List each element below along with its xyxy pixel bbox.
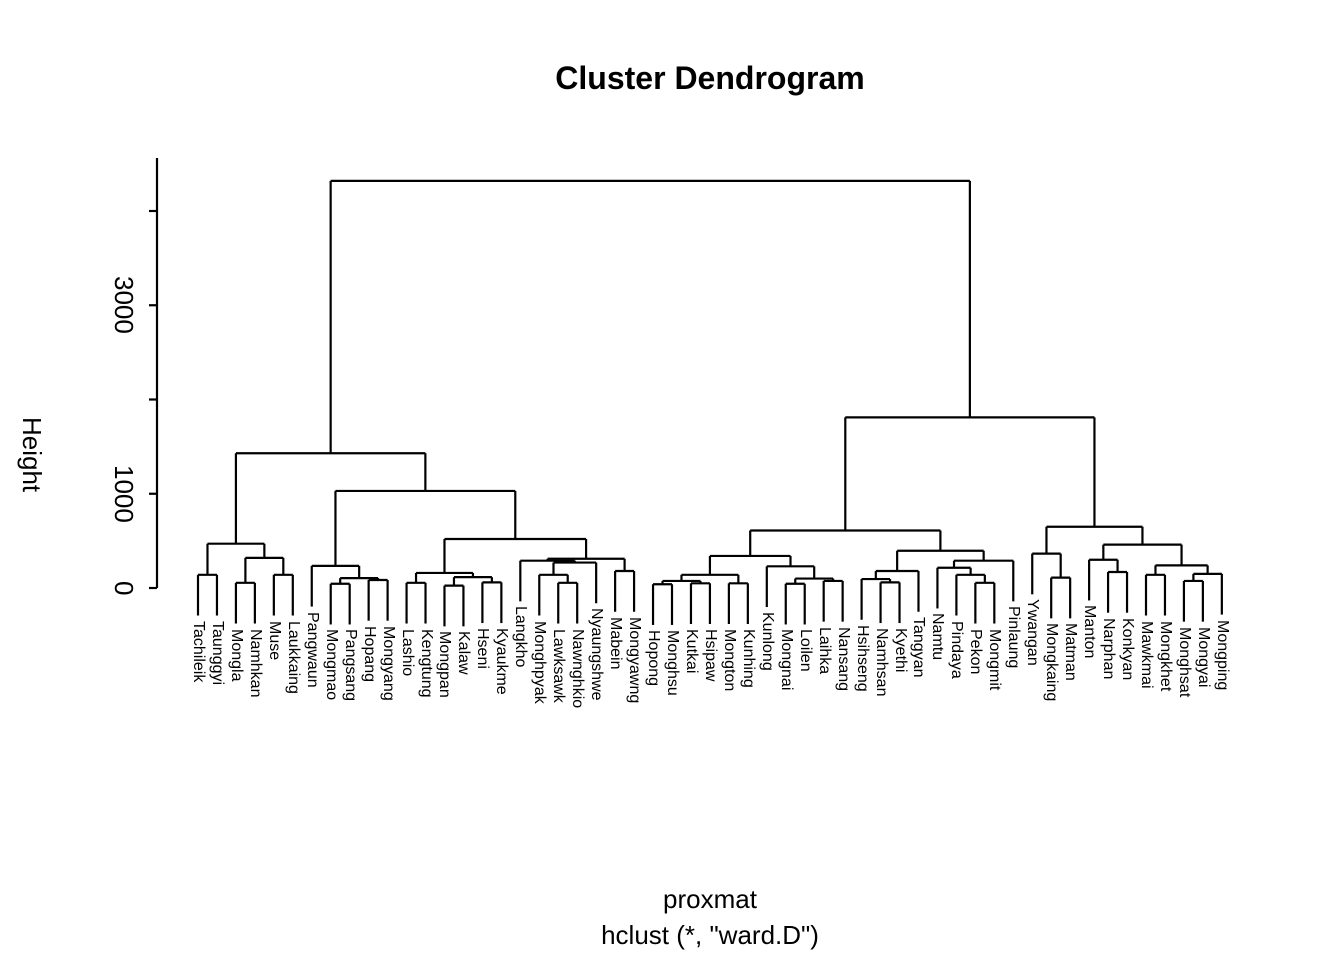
y-axis-title: Height <box>17 417 47 493</box>
leaf-label: Mongmao <box>322 629 340 701</box>
leaf-label: Mongkaing <box>1043 623 1061 702</box>
leaf-label: Mongyai <box>1194 626 1212 688</box>
leaf-label: Mabein <box>607 616 625 670</box>
leaf-label: Monghsu <box>664 629 681 696</box>
leaf-label: Kutkai <box>682 629 700 674</box>
leaf-label: Nyaungshwe <box>588 608 606 701</box>
leaf-label: Kyaukme <box>493 628 511 695</box>
leaf-label: Hopong <box>645 629 663 686</box>
leaf-label: Hsihseng <box>853 624 871 692</box>
leaf-label: Kyethi <box>891 628 909 673</box>
leaf-label: Monghpyak <box>531 620 549 704</box>
leaf-label: Mongyang <box>379 625 397 701</box>
leaf-label: Matman <box>1062 623 1080 682</box>
y-tick-label: 3000 <box>109 276 139 334</box>
leaf-label: Tachileik <box>190 620 207 682</box>
leaf-label: Pindaya <box>948 620 966 679</box>
y-tick-label: 0 <box>109 580 139 596</box>
caption-hclust-method: hclust (*, "ward.D") <box>601 920 819 950</box>
leaf-label: Namhsan <box>872 628 890 697</box>
leaf-label: Mongkhet <box>1156 620 1174 691</box>
leaf-label: Langkho <box>512 606 530 668</box>
leaf-label: Manton <box>1081 605 1099 659</box>
leaf-label: Narphan <box>1100 617 1118 680</box>
leaf-label: Pekon <box>967 628 985 674</box>
leaf-label: Pangwaun <box>303 611 321 688</box>
leaf-label: Kengtung <box>417 628 435 698</box>
leaf-label: Laukkaing <box>284 620 302 694</box>
leaf-label: Nansang <box>834 626 852 691</box>
leaf-label: Namtu <box>929 613 947 661</box>
plot-title: Cluster Dendrogram <box>555 60 865 96</box>
leaf-label: Pangsang <box>341 629 359 702</box>
leaf-label: Mongping <box>1213 619 1231 690</box>
dendrogram-tree <box>196 179 1223 627</box>
leaf-label: Taunggyi <box>208 620 226 685</box>
leaf-label: Lawksawk <box>550 628 568 703</box>
leaf-label: Kalaw <box>455 631 473 675</box>
leaf-label: Kunlong <box>758 612 776 671</box>
leaf-label: Hsipaw <box>701 629 719 682</box>
leaf-label: Nawnghkio <box>569 628 587 708</box>
caption-call-object: proxmat <box>663 884 757 914</box>
leaf-label: Mawkmai <box>1138 620 1155 689</box>
leaf-label: Mongyawng <box>626 616 644 704</box>
leaf-label: Monghsat <box>1175 626 1193 697</box>
leaf-label: Pinlaung <box>1005 606 1023 669</box>
y-tick-label: 1000 <box>109 464 139 523</box>
leaf-label: Lashio <box>398 628 416 676</box>
leaf-label: Namhkan <box>246 628 264 698</box>
leaf-label: Mongnai <box>777 629 795 691</box>
leaf-label: Mongpan <box>436 631 454 699</box>
leaf-label: Ywangan <box>1024 599 1042 667</box>
leaf-label: Laihka <box>815 626 833 674</box>
leaf-label: Mongla <box>227 628 245 682</box>
leaf-label: Hopang <box>360 625 378 682</box>
leaf-label: Mongmit <box>986 628 1004 690</box>
leaf-label: Loilen <box>796 629 814 673</box>
leaf-label: Kunhing <box>739 629 757 688</box>
leaf-label: Muse <box>265 620 283 660</box>
leaf-label: Mongton <box>720 629 738 692</box>
y-axis <box>149 158 159 590</box>
leaf-label: Konkyan <box>1119 617 1137 680</box>
leaf-label: Hseni <box>474 628 492 669</box>
leaf-label: Tangyan <box>910 616 928 678</box>
